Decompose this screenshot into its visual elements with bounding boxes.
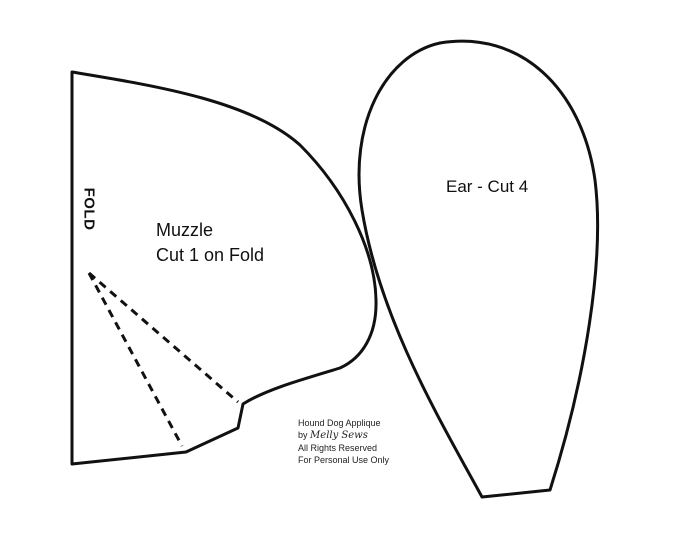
credit-usage: For Personal Use Only <box>298 455 390 465</box>
muzzle-title: Muzzle <box>156 220 214 240</box>
muzzle-dart-upper-line <box>88 271 239 404</box>
credit-rights: All Rights Reserved <box>298 443 378 453</box>
credit-title: Hound Dog Applique <box>298 418 381 428</box>
muzzle-dart-lower-line <box>87 272 184 447</box>
muzzle-outline <box>70 70 378 466</box>
ear-cut-label: Ear - Cut 4 <box>446 177 529 196</box>
credit-brand-logo: Melly Sews <box>310 430 368 441</box>
credit-by: by <box>298 430 308 440</box>
credits-block: Hound Dog Applique by Melly Sews All Rig… <box>298 417 389 466</box>
fold-label: FOLD <box>80 187 98 231</box>
credit-byline: by Melly Sews <box>298 429 389 442</box>
muzzle-cut-instruction: Cut 1 on Fold <box>156 245 265 265</box>
ear-outline <box>357 39 600 499</box>
